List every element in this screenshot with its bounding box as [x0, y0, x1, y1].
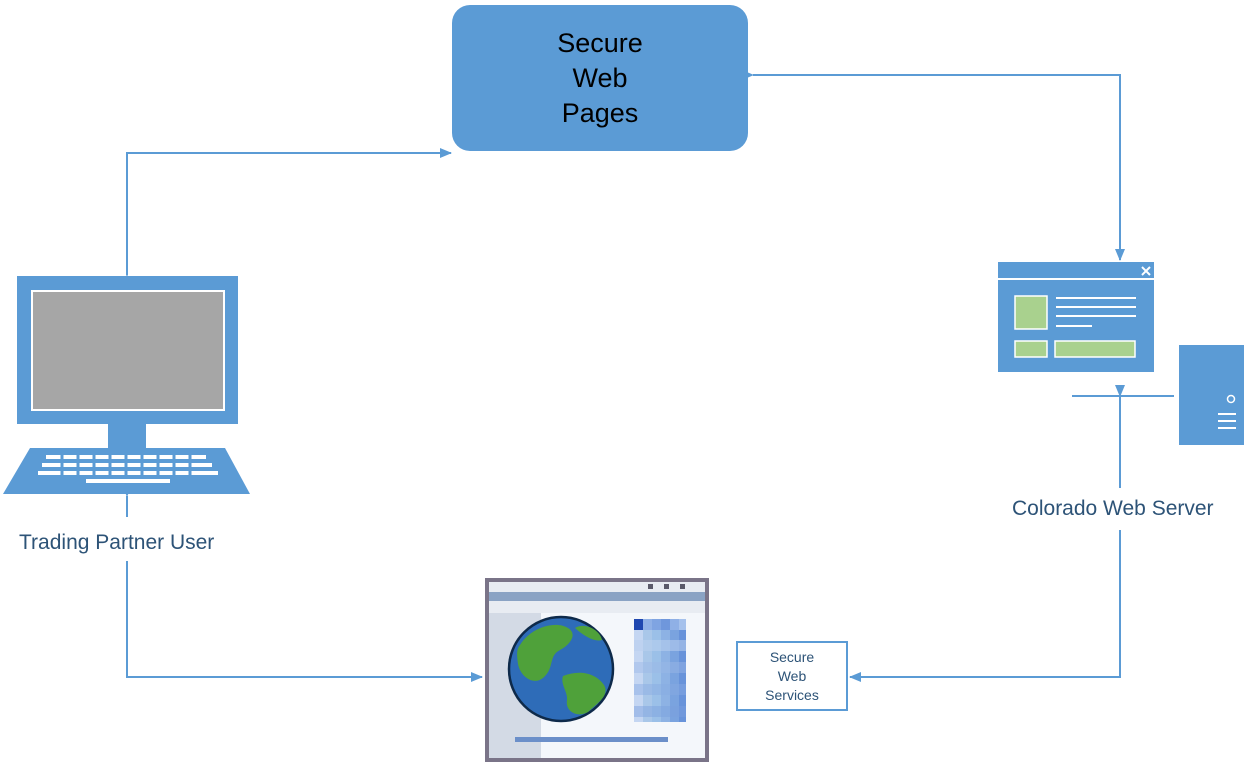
browser-globe-icon: [485, 578, 709, 762]
connector-user-to-browser: [126, 561, 483, 682]
colorado-web-server-label: Colorado Web Server: [1012, 497, 1214, 520]
secure-web-pages-label: Secure Web Pages: [557, 27, 643, 128]
connector-pages-to-window: [742, 70, 1125, 261]
secure-web-services-node: Secure Web Services: [736, 641, 848, 711]
connector-services-from-server: [849, 530, 1121, 682]
server-tower-icon: [1179, 345, 1244, 445]
secure-web-pages-node: Secure Web Pages: [452, 5, 748, 151]
web-window-icon: [998, 262, 1154, 372]
connector-laptop-to-pages: [122, 148, 452, 286]
laptop-icon: [3, 276, 250, 494]
trading-partner-user-label: Trading Partner User: [19, 531, 215, 554]
secure-web-services-label: Secure Web Services: [765, 648, 819, 703]
